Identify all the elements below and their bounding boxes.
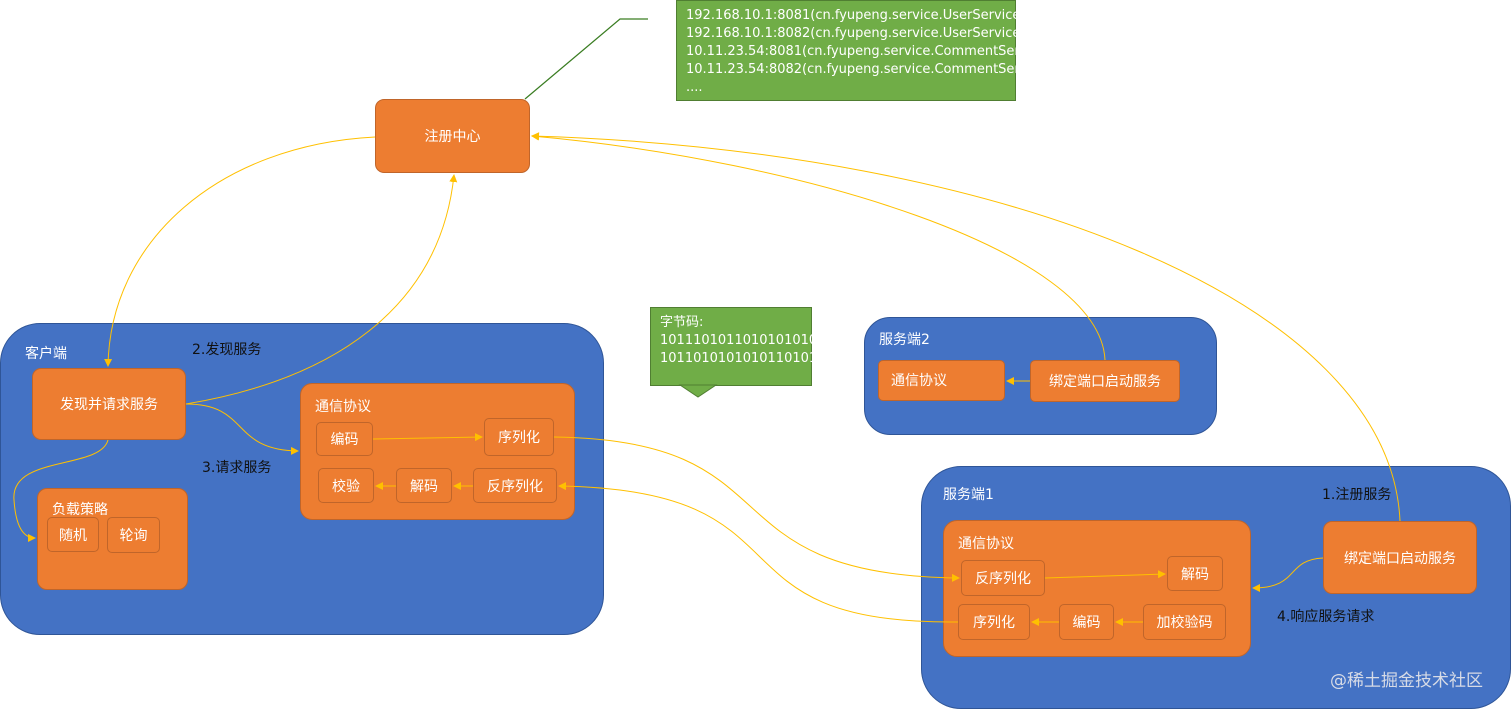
client-verify-label: 校验 [332,478,360,495]
client-decode-label: 解码 [410,478,438,495]
server1-protocol-title: 通信协议 [958,536,1014,552]
registry-note-leader [524,18,648,100]
server2-bind-box: 绑定端口启动服务 [1030,360,1180,402]
client-encode-label: 编码 [330,432,359,448]
client-protocol-title: 通信协议 [315,399,371,415]
response-service-label: 4.响应服务请求 [1277,609,1375,625]
server2-bind-label: 绑定端口启动服务 [1049,374,1161,390]
request-service-label: 3.请求服务 [202,460,272,476]
registry-entry: 192.168.10.1:8082(cn.fyupeng.service.Use… [686,26,1026,41]
server1-add-checksum-label: 加校验码 [1156,615,1213,631]
registry-entries-note: 192.168.10.1:8081(cn.fyupeng.service.Use… [676,0,1052,101]
client-title: 客户端 [25,346,67,362]
bytecode-callout: 字节码: 1011101011010101010 101101010101011… [650,307,818,386]
server1-bind-box: 绑定端口启动服务 [1323,521,1477,594]
registry-center: 注册中心 [375,99,530,173]
server1-decode-box: 解码 [1167,556,1223,591]
client-deserialize-label: 反序列化 [487,478,543,495]
client-decode-box: 解码 [396,468,452,503]
server1-to-client-connector [558,482,959,623]
server1-serialize-label: 序列化 [973,615,1015,631]
lb-random-label: 随机 [59,527,87,544]
server1-encode-label: 编码 [1072,615,1101,631]
server1-encode-box: 编码 [1059,604,1114,640]
discover-request-label: 发现并请求服务 [60,397,158,413]
server2-title: 服务端2 [879,332,930,348]
register-service-label: 1.注册服务 [1322,487,1392,503]
server1-serialize-box: 序列化 [958,604,1030,640]
bytecode-title: 字节码: [660,315,704,330]
server1-deserialize-label: 反序列化 [975,571,1031,587]
registry-center-label: 注册中心 [424,129,481,145]
server1-deserialize-box: 反序列化 [961,560,1045,596]
server1-bind-label: 绑定端口启动服务 [1344,550,1456,567]
registry-entry: 192.168.10.1:8081(cn.fyupeng.service.Use… [686,8,1026,23]
registry-entry: 10.11.23.54:8082(cn.fyupeng.service.Comm… [686,62,1052,77]
registry-entry: 10.11.23.54:8081(cn.fyupeng.service.Comm… [686,44,1052,59]
discover-service-label: 2.发现服务 [192,342,262,358]
lb-roundrobin-box: 轮询 [107,517,160,553]
client-serialize-box: 序列化 [484,418,554,456]
watermark: @稀土掘金技术社区 [1330,671,1483,691]
bytecode-line: 1011101011010101010 [660,333,818,348]
discover-request-box: 发现并请求服务 [32,368,186,440]
server2-protocol-box: 通信协议 [878,360,1005,401]
server1-title: 服务端1 [943,487,994,503]
client-verify-box: 校验 [318,468,374,503]
client-to-server1-connector [553,436,960,582]
registry-entry: .... [686,80,703,95]
server2-protocol-label: 通信协议 [891,373,947,389]
client-encode-box: 编码 [316,422,373,456]
server1-add-checksum-box: 加校验码 [1143,604,1226,640]
load-balance-title: 负载策略 [52,502,108,518]
client-serialize-label: 序列化 [498,430,540,446]
server1-decode-label: 解码 [1181,566,1209,583]
lb-roundrobin-label: 轮询 [119,528,148,544]
bytecode-callout-pointer [678,384,718,398]
lb-random-box: 随机 [47,517,99,552]
client-deserialize-box: 反序列化 [473,468,557,503]
bytecode-line: 1011010101010110101 [660,351,818,366]
